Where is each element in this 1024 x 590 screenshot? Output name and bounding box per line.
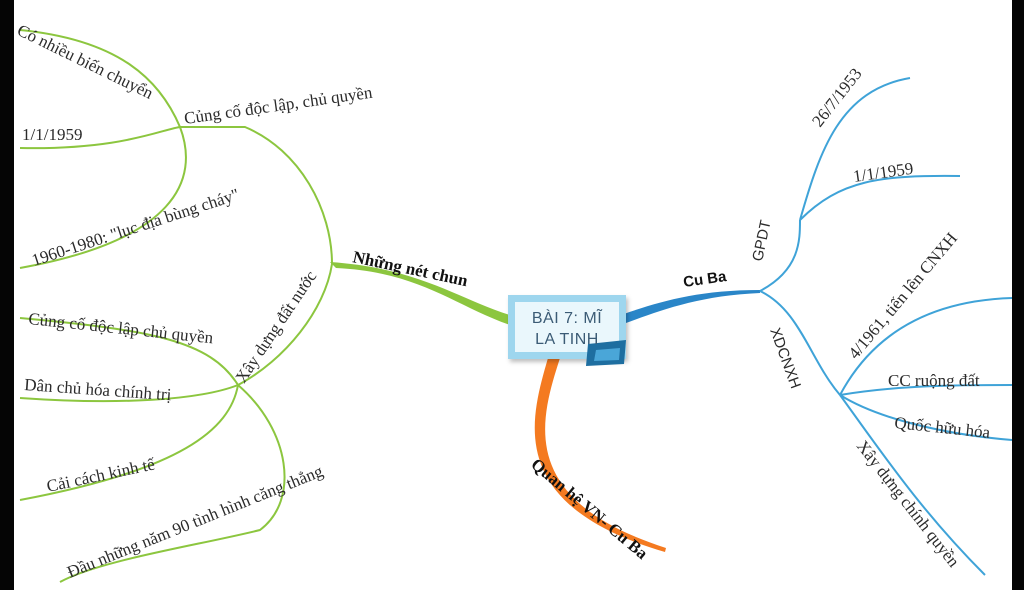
left-sub-branches <box>19 29 333 583</box>
center-title-line2: LA TINH <box>535 331 599 348</box>
left-group1-label[interactable]: Củng cố độc lập, chủ quyền <box>183 83 374 128</box>
left-group1-item-2[interactable]: 1/1/1959 <box>22 125 82 144</box>
center-node[interactable] <box>508 295 626 359</box>
right-group2-label[interactable]: XDCNXH <box>766 326 804 391</box>
right-group1-label[interactable]: GPDT <box>749 219 774 263</box>
right-border <box>1012 0 1024 590</box>
left-border <box>0 0 14 590</box>
left-group1-item-3[interactable]: 1960-1980: "lục địa bùng cháy" <box>29 185 241 270</box>
bottom-main-branch <box>534 358 666 552</box>
left-group2-label[interactable]: Xây dựng đất nước <box>232 267 321 386</box>
right-group1-item-2[interactable]: 1/1/1959 <box>852 159 915 186</box>
center-corner-decoration <box>586 340 626 366</box>
left-group1-item-1[interactable]: Có nhiều biến chuyển <box>14 21 156 103</box>
left-group2-item-3[interactable]: Cải cách kinh tế <box>45 454 157 496</box>
right-main-label[interactable]: Cu Ba <box>682 268 728 291</box>
right-group2-item-4[interactable]: Xây dựng chính quyền <box>853 437 964 571</box>
bottom-main-label[interactable]: Quan hệ VN- Cu Ba <box>527 455 652 564</box>
right-group2-item-1[interactable]: 4/1961, tiến lên CNXH <box>845 229 962 363</box>
right-sub-branches <box>759 77 1013 576</box>
right-group2-item-2[interactable]: CC ruộng đất <box>888 371 980 390</box>
left-main-branch <box>330 262 510 325</box>
left-main-label[interactable]: Những nét chun <box>351 247 470 290</box>
left-group2-item-1[interactable]: Củng cố độc lập chủ quyền <box>28 309 215 347</box>
right-group2-item-3[interactable]: Quốc hữu hóa <box>894 413 992 442</box>
center-title-line1: BÀI 7: MĨ <box>532 307 603 327</box>
right-main-branch <box>612 290 760 328</box>
right-group1-item-1[interactable]: 26/7/1953 <box>808 64 865 130</box>
